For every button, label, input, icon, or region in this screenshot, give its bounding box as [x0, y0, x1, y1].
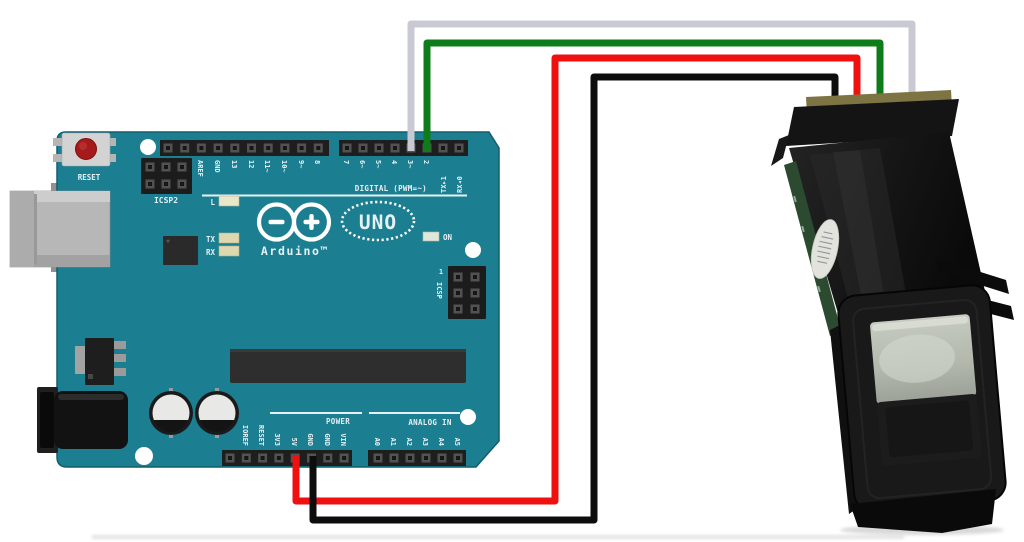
sensor-step-notch	[936, 258, 1009, 294]
pcb-pad	[793, 195, 797, 203]
atmega-chip	[230, 349, 466, 383]
pin-label: 6~	[358, 160, 366, 168]
glass-highlight	[872, 316, 968, 332]
uno-badge-outline	[340, 200, 416, 242]
led-l	[218, 195, 240, 207]
pin-label: 5V	[290, 438, 298, 447]
model-label: UNO	[359, 211, 397, 234]
pin-label: 3~	[406, 160, 414, 168]
pin-label-tx1: TX▸1	[440, 176, 448, 193]
icsp-pin1-label: 1	[439, 268, 443, 276]
pin-label: GND	[323, 433, 331, 446]
wire-green-pin2	[423, 39, 884, 151]
usb-serial-chip	[163, 236, 198, 265]
pin-label: 7	[342, 160, 350, 164]
led-l-label: L	[210, 198, 215, 207]
sensor-window	[870, 314, 982, 466]
pin-label: 13	[230, 160, 238, 168]
pin-label: A2	[405, 438, 413, 446]
reset-label: RESET	[78, 173, 101, 182]
arduino-logo-icon	[256, 202, 332, 242]
pcb-outline	[56, 131, 500, 468]
digital-pins-left	[163, 143, 323, 153]
fingerprint-sensor	[771, 90, 1014, 533]
chip-dot	[166, 239, 170, 243]
pin-label: 8	[313, 160, 321, 164]
mounting-hole	[460, 409, 476, 425]
sensor-body-highlight	[810, 148, 908, 314]
power-jack	[37, 387, 128, 453]
pin-label: 4	[390, 160, 398, 164]
pin-label: 3V3	[273, 433, 281, 446]
pin-label: GND	[306, 433, 314, 446]
sensor-sticker	[810, 219, 840, 279]
power-caption: POWER	[326, 417, 350, 426]
pin-label: A5	[453, 438, 461, 446]
pcb-pad	[801, 225, 805, 233]
wire-black-gnd	[309, 73, 839, 524]
pcb-pad	[817, 285, 821, 293]
pin-label: VIN	[339, 433, 347, 446]
pin-label: IOREF	[241, 425, 249, 446]
pin-label: RESET	[257, 425, 265, 446]
digital-caption: DIGITAL (PWM=~)	[355, 184, 427, 193]
pin-label: 12	[247, 160, 255, 168]
wires	[292, 20, 916, 524]
analog-header	[368, 450, 466, 466]
digital-header-right	[339, 140, 468, 156]
pin-label: AREF	[196, 160, 204, 177]
mounting-hole	[140, 139, 156, 155]
led-rx-label: RX	[206, 248, 216, 257]
mounting-hole	[465, 242, 481, 258]
sensor-window-lower-inner	[885, 400, 973, 458]
pin-label: A0	[373, 438, 381, 446]
pin-label: A3	[421, 438, 429, 446]
wire-red-5v	[292, 54, 861, 505]
pin-label: 10~	[280, 160, 288, 173]
voltage-regulator	[75, 338, 126, 385]
brand-label: Arduino™	[261, 244, 329, 258]
pin-label: 9~	[297, 160, 305, 168]
icsp-pins	[453, 272, 480, 314]
mounting-hole	[135, 447, 153, 465]
wire-white-pin3	[407, 20, 916, 151]
pin-label: GND	[213, 160, 221, 173]
led-on	[422, 231, 440, 242]
pin-label: A4	[437, 438, 445, 446]
sensor-body-gloss	[833, 150, 886, 310]
arduino-uno-board: RESET	[9, 131, 500, 468]
pin-label: 11~	[263, 160, 271, 173]
table-shadow	[92, 535, 904, 539]
icsp2-pins	[145, 162, 187, 189]
capacitor	[195, 388, 239, 438]
pin-label: 2	[422, 160, 430, 164]
led-rx	[218, 245, 240, 257]
led-on-label: ON	[443, 233, 453, 242]
icsp-label: ICSP	[435, 282, 443, 299]
pin-label: 5~	[374, 160, 382, 168]
capacitor	[149, 388, 193, 438]
atmega-chip-edge	[230, 349, 466, 352]
led-tx	[218, 232, 240, 244]
power-header	[222, 450, 352, 466]
analog-caption: ANALOG IN	[408, 418, 452, 427]
led-tx-label: TX	[206, 235, 216, 244]
sensor-bezel-inner	[852, 298, 993, 500]
icsp2-label: ICSP2	[154, 196, 178, 205]
reset-button	[53, 132, 116, 167]
pin-label: A1	[389, 438, 397, 446]
sensor-top-cap	[786, 99, 959, 146]
sensor-cap-corner	[771, 135, 789, 166]
usb-connector	[9, 190, 111, 268]
glass-glow	[879, 334, 955, 383]
pin-label-rx0: RX◂0	[456, 176, 464, 193]
sensor-base	[850, 489, 996, 533]
analog-pins	[373, 453, 463, 463]
